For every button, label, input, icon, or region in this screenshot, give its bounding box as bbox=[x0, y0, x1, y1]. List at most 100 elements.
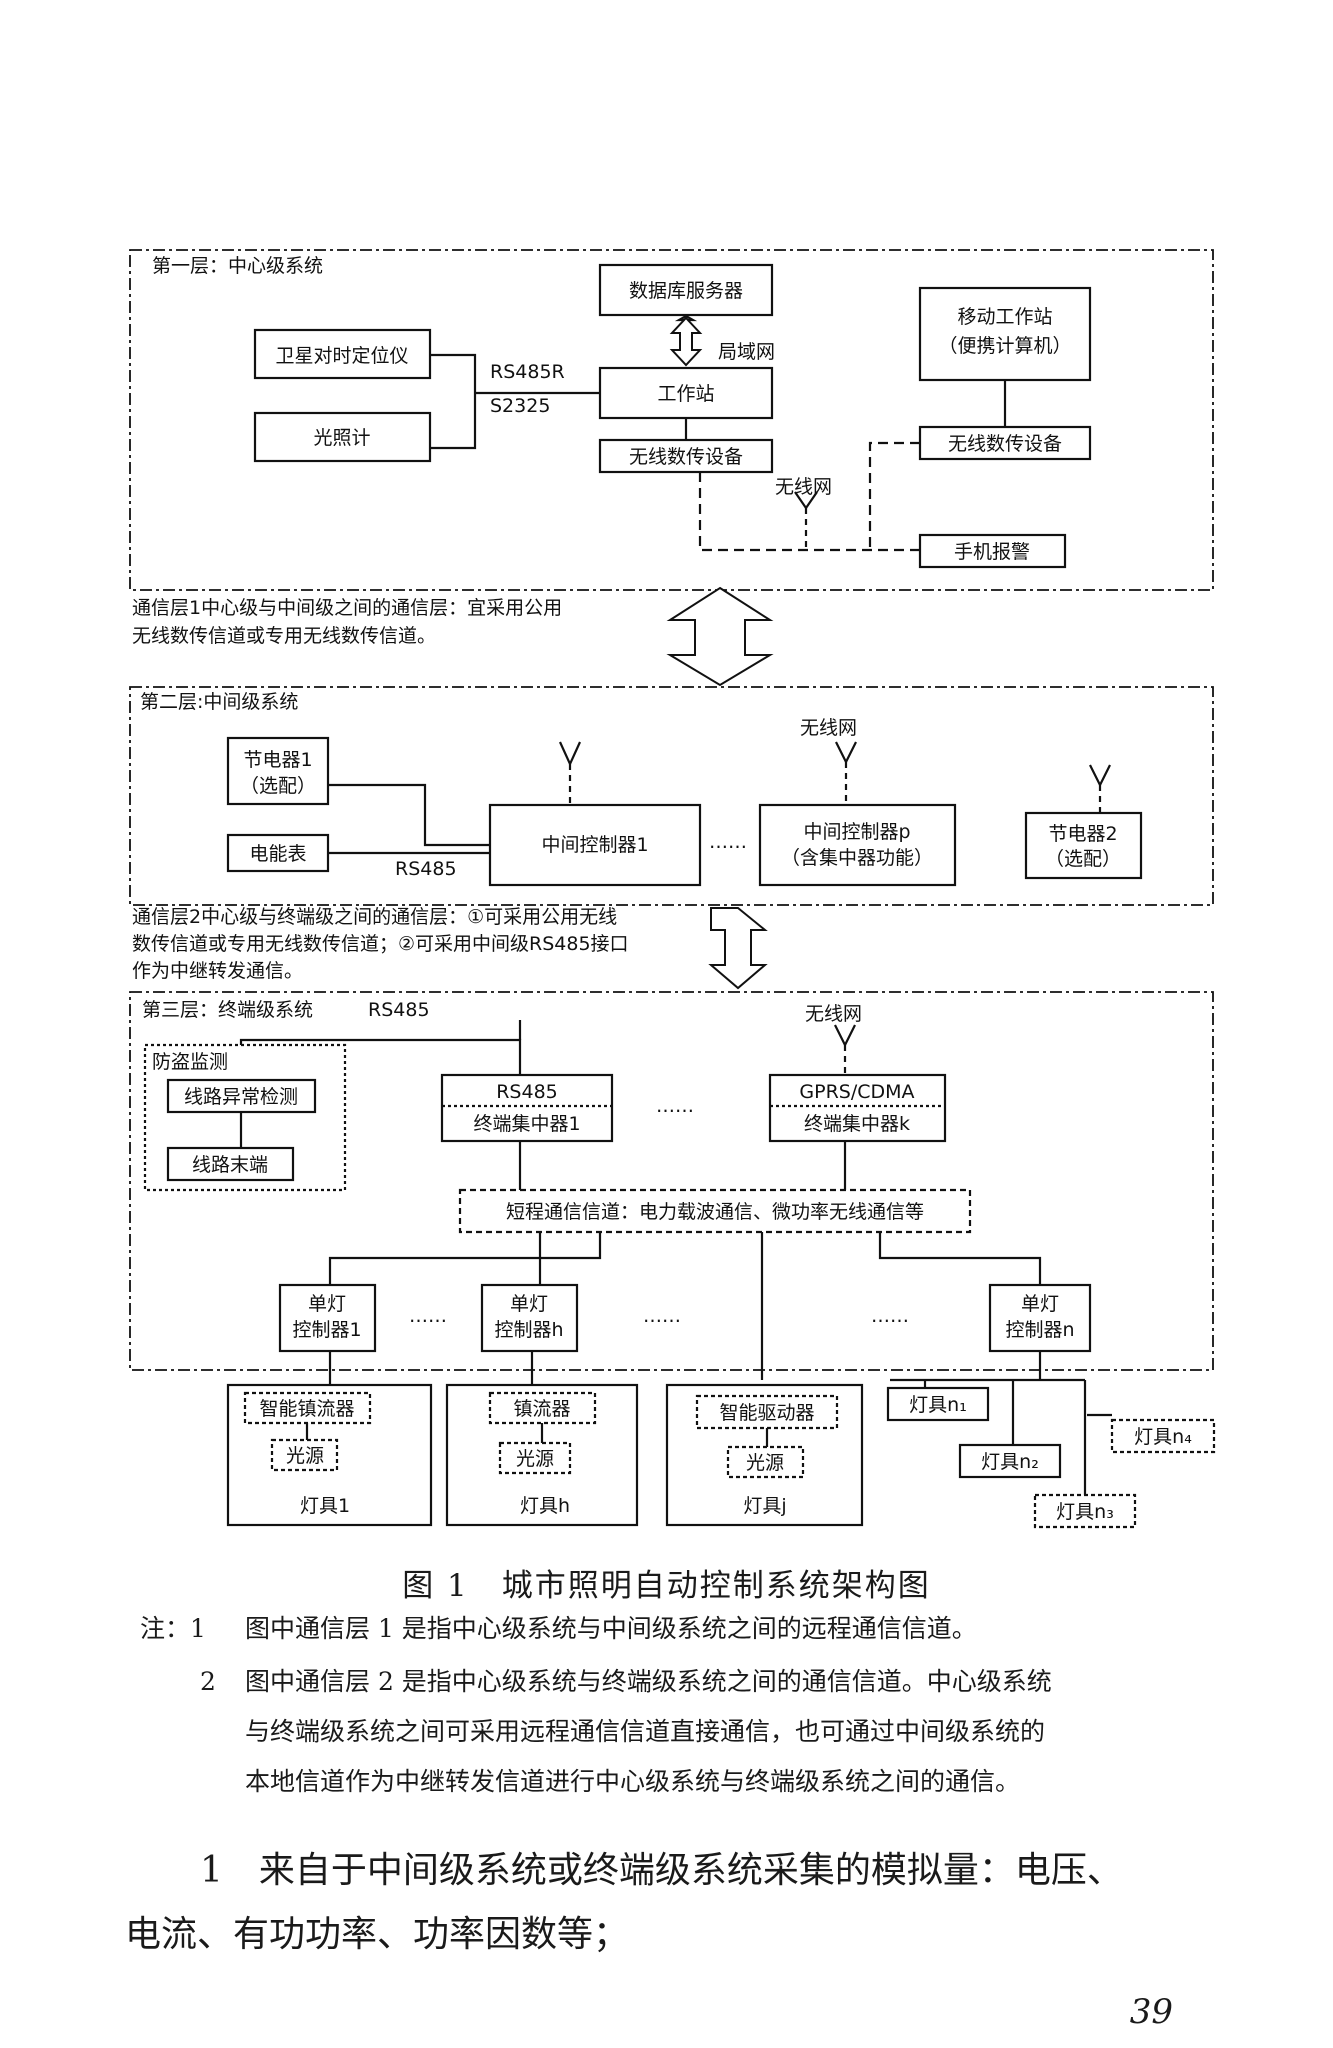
note-label: 注：1 bbox=[140, 1614, 206, 1643]
mobile-ws-line2: （便携计算机） bbox=[938, 335, 1071, 357]
fixture-n1 bbox=[886, 1386, 990, 1422]
line-end-label: 线路末端 bbox=[192, 1154, 268, 1176]
conc1-bottom: 终端集中器1 bbox=[473, 1113, 580, 1135]
ctrlp-box bbox=[758, 803, 957, 887]
page-number: 39 bbox=[1129, 1992, 1173, 2032]
note-2-number: 2 bbox=[200, 1667, 216, 1696]
comm1-arrow bbox=[666, 586, 774, 687]
comm2-line1: 通信层2中心级与终端级之间的通信层：①可采用公用无线 bbox=[132, 906, 617, 928]
layer2-dots: …… bbox=[709, 831, 747, 853]
slh-box bbox=[480, 1283, 579, 1353]
fixtureh-ballast-label: 镇流器 bbox=[513, 1398, 570, 1420]
fixture1-ballast-label: 智能镇流器 bbox=[259, 1398, 354, 1420]
note-2-line2: 与终端级系统之间可采用远程通信信道直接通信，也可通过中间级系统的 bbox=[245, 1717, 1046, 1746]
architecture-diagram: 第一层：中心级系统 卫星对时定位仪 光照计 数据库服务器 局域网 工作站 RS4… bbox=[129, 249, 1216, 1529]
layer3-dots: …… bbox=[656, 1095, 694, 1117]
saver2-box bbox=[1024, 811, 1143, 880]
conck-box bbox=[768, 1073, 947, 1143]
layer3-wireless-net: 无线网 bbox=[805, 1003, 862, 1025]
sl1-box bbox=[278, 1283, 377, 1353]
line-detect-label: 线路异常检测 bbox=[184, 1086, 298, 1108]
lightmeter-box bbox=[253, 411, 432, 463]
saver2-line1: 节电器2 bbox=[1048, 823, 1117, 845]
fixtureh-light-label: 光源 bbox=[516, 1448, 554, 1470]
fixtureh-ballast bbox=[488, 1391, 597, 1425]
figure-caption: 图 1 城市照明自动控制系统架构图 bbox=[402, 1568, 931, 1604]
short-range-label: 短程通信信道：电力载波通信、微功率无线通信等 bbox=[506, 1201, 924, 1223]
phone-alarm-label: 手机报警 bbox=[954, 541, 1030, 563]
conc1-box bbox=[440, 1073, 614, 1143]
dots-c: …… bbox=[871, 1305, 909, 1327]
saver1-box bbox=[226, 736, 330, 806]
layer3-frame bbox=[129, 991, 1214, 1371]
paragraph-line2: 电流、有功功率、功率因数等； bbox=[125, 1914, 630, 1955]
fixturej-light-label: 光源 bbox=[746, 1452, 784, 1474]
short-range-box bbox=[458, 1188, 972, 1234]
fixture-n1-label: 灯具n₁ bbox=[909, 1394, 967, 1416]
ctrl1-label: 中间控制器1 bbox=[541, 834, 648, 856]
wireless-net-label: 无线网 bbox=[775, 476, 832, 498]
note-2-line1: 图中通信层 2 是指中心级系统与终端级系统之间的通信信道。中心级系统 bbox=[245, 1667, 1052, 1696]
comm2-line3: 作为中继转发通信。 bbox=[132, 960, 303, 982]
note-1: 图中通信层 1 是指中心级系统与中间级系统之间的远程通信信道。 bbox=[245, 1614, 977, 1643]
fixture-n4 bbox=[1110, 1418, 1216, 1454]
fixturej-light bbox=[726, 1445, 805, 1479]
conck-top: GPRS/CDMA bbox=[799, 1081, 914, 1103]
workstation-label: 工作站 bbox=[657, 383, 714, 405]
lightmeter-label: 光照计 bbox=[313, 427, 370, 449]
mobile-ws-box bbox=[918, 286, 1092, 382]
meter-label: 电能表 bbox=[249, 843, 306, 865]
dots-a: …… bbox=[409, 1305, 447, 1327]
fixture1-box bbox=[226, 1383, 433, 1527]
lan-label: 局域网 bbox=[718, 341, 775, 363]
layer2-title: 第二层:中间级系统 bbox=[140, 691, 298, 713]
layer2-rs485: RS485 bbox=[395, 858, 457, 880]
conck-bottom: 终端集中器k bbox=[804, 1113, 910, 1135]
saver1-line2: （选配） bbox=[240, 775, 316, 797]
saver1-line1: 节电器1 bbox=[243, 749, 312, 771]
layer3-title: 第三层：终端级系统 bbox=[142, 999, 313, 1021]
fixture-n2 bbox=[958, 1443, 1062, 1479]
comm2-line2: 数传信道或专用无线数传信道；②可采用中间级RS485接口 bbox=[132, 933, 629, 955]
fixture1-light-label: 光源 bbox=[286, 1445, 324, 1467]
sln-line1: 单灯 bbox=[1021, 1293, 1059, 1315]
ctrlp-line2: （含集中器功能） bbox=[781, 847, 933, 869]
conc1-top: RS485 bbox=[496, 1081, 558, 1103]
layer2-frame bbox=[129, 686, 1214, 906]
mobile-ws-line1: 移动工作站 bbox=[957, 306, 1052, 328]
dots-b: …… bbox=[643, 1305, 681, 1327]
comm1-line1: 通信层1中心级与中间级之间的通信层：宜采用公用 bbox=[132, 597, 562, 619]
fixturej-driver-label: 智能驱动器 bbox=[719, 1402, 814, 1424]
comm2-arrow bbox=[708, 907, 768, 990]
fixtureh-box bbox=[445, 1383, 639, 1527]
rs485r-label: RS485R bbox=[490, 361, 565, 383]
fixture-n3 bbox=[1033, 1493, 1137, 1529]
saver2-line2: （选配） bbox=[1045, 848, 1121, 870]
fixtureh-light bbox=[498, 1441, 572, 1475]
sln-line2: 控制器n bbox=[1005, 1319, 1074, 1341]
layer3-rs485: RS485 bbox=[368, 999, 430, 1021]
sl1-line1: 单灯 bbox=[308, 1293, 346, 1315]
satellite-label: 卫星对时定位仪 bbox=[275, 345, 408, 367]
layer1-title: 第一层：中心级系统 bbox=[152, 255, 323, 277]
note-2-line3: 本地信道作为中继转发信道进行中心级系统与终端级系统之间的通信。 bbox=[245, 1767, 1021, 1796]
antitheft-frame bbox=[143, 1043, 347, 1192]
layer1-frame bbox=[129, 249, 1214, 591]
antitheft-label: 防盗监测 bbox=[152, 1051, 228, 1073]
s2325-label: S2325 bbox=[490, 395, 550, 417]
fixturej-label: 灯具j bbox=[743, 1495, 786, 1517]
ctrlp-line1: 中间控制器p bbox=[803, 821, 910, 843]
slh-line1: 单灯 bbox=[510, 1293, 548, 1315]
fixture1-light bbox=[270, 1438, 339, 1472]
fixture-n3-label: 灯具n₃ bbox=[1056, 1501, 1114, 1523]
comm1-line2: 无线数传信道或专用无线数传信道。 bbox=[132, 625, 436, 647]
fixtureh-label: 灯具h bbox=[520, 1495, 570, 1517]
wireless-device2-label: 无线数传设备 bbox=[948, 433, 1062, 455]
line-end-box bbox=[166, 1146, 295, 1182]
fixture-n2-label: 灯具n₂ bbox=[981, 1451, 1039, 1473]
slh-line2: 控制器h bbox=[494, 1319, 563, 1341]
fixture-n4-label: 灯具n₄ bbox=[1134, 1426, 1192, 1448]
fixturej-box bbox=[665, 1383, 864, 1527]
sl1-line2: 控制器1 bbox=[292, 1319, 361, 1341]
fixture1-label: 灯具1 bbox=[300, 1495, 350, 1517]
